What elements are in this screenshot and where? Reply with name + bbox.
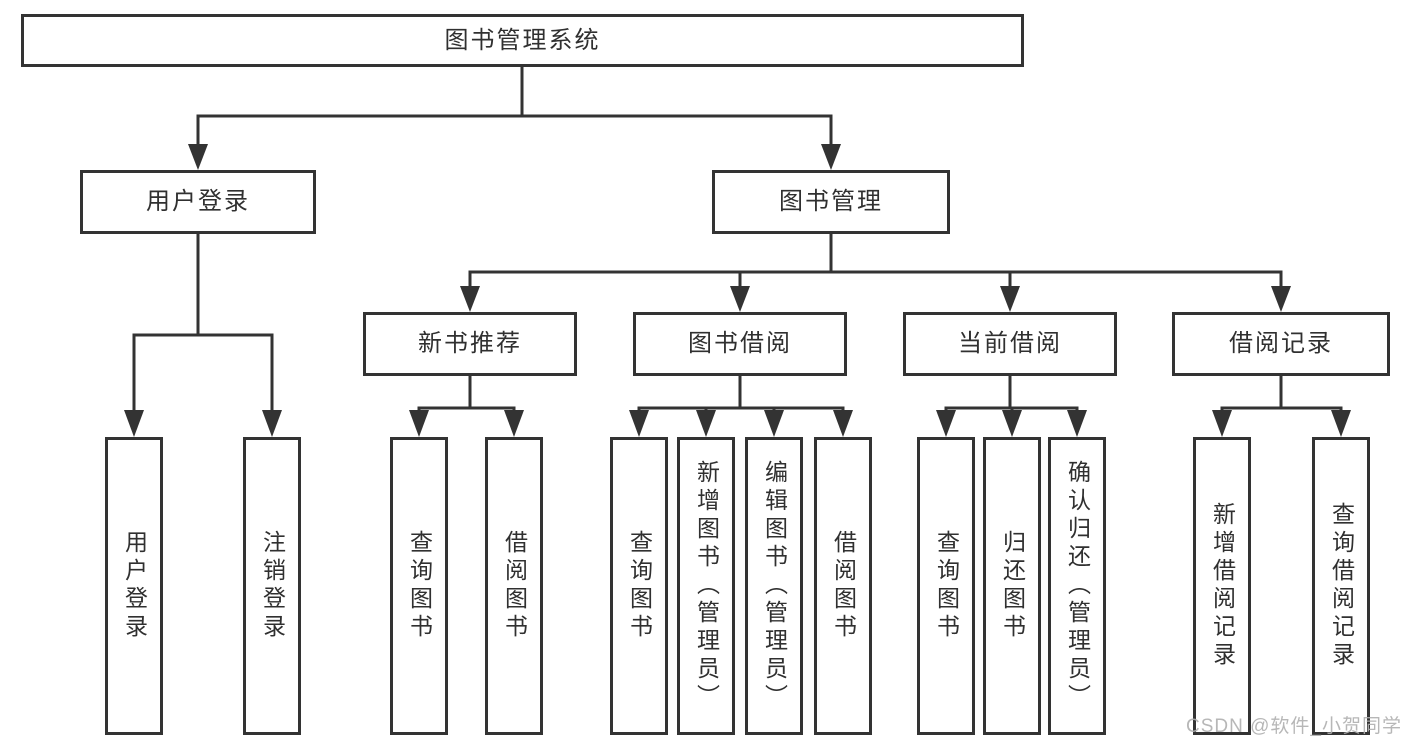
leaf-confirm-return-admin: 确认归还（管理员） — [1048, 437, 1106, 735]
leaf-query-books-recommend: 查询图书 — [390, 437, 448, 735]
node-book-borrow: 图书借阅 — [633, 312, 847, 376]
node-book-management: 图书管理 — [712, 170, 950, 234]
csdn-watermark: CSDN @软件_小贺同学 — [1186, 716, 1402, 737]
leaf-borrow-books: 借阅图书 — [814, 437, 872, 735]
node-user-login: 用户登录 — [80, 170, 316, 234]
leaf-edit-books-admin: 编辑图书（管理员） — [745, 437, 803, 735]
node-root-library-system: 图书管理系统 — [21, 14, 1024, 67]
leaf-query-books-borrow: 查询图书 — [610, 437, 668, 735]
node-new-book-recommend: 新书推荐 — [363, 312, 577, 376]
leaf-logout: 注销登录 — [243, 437, 301, 735]
node-borrow-records: 借阅记录 — [1172, 312, 1390, 376]
leaf-borrow-books-recommend: 借阅图书 — [485, 437, 543, 735]
leaf-query-borrow-record: 查询借阅记录 — [1312, 437, 1370, 735]
leaf-user-login: 用户登录 — [105, 437, 163, 735]
node-current-borrow: 当前借阅 — [903, 312, 1117, 376]
leaf-query-books-current: 查询图书 — [917, 437, 975, 735]
leaf-add-borrow-record: 新增借阅记录 — [1193, 437, 1251, 735]
leaf-add-books-admin: 新增图书（管理员） — [677, 437, 735, 735]
leaf-return-books: 归还图书 — [983, 437, 1041, 735]
